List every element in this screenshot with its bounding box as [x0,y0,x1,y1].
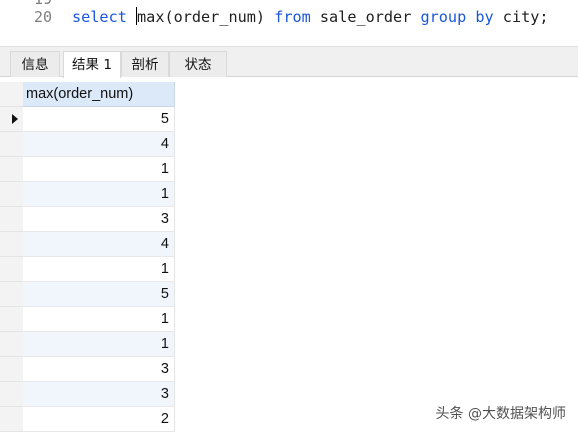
row-indicator[interactable] [0,132,23,157]
row-indicator[interactable] [0,107,23,132]
line-number-prev: 19 [0,0,52,8]
sql-keyword: select [72,8,127,26]
sql-text: city; [493,8,549,26]
tab-status[interactable]: 状态 [169,51,227,77]
sql-text: max(order_num) [137,8,275,26]
table-cell[interactable]: 1 [23,257,175,282]
table-cell[interactable]: 1 [23,332,175,357]
row-indicator[interactable] [0,357,23,382]
table-cell[interactable]: 1 [23,182,175,207]
sql-keyword: group by [420,8,494,26]
row-indicator[interactable] [0,232,23,257]
table-cell[interactable]: 4 [23,232,175,257]
row-indicator[interactable] [0,332,23,357]
table-cell[interactable]: 1 [23,307,175,332]
column-header-max-order-num[interactable]: max(order_num) [23,82,175,107]
row-indicator[interactable] [0,407,23,432]
result-tab-bar: 信息 结果 1 剖析 状态 [0,46,578,78]
table-cell[interactable]: 4 [23,132,175,157]
tab-result-1[interactable]: 结果 1 [63,51,121,78]
table-cell[interactable]: 2 [23,407,175,432]
table-cell[interactable]: 3 [23,207,175,232]
row-indicator[interactable] [0,282,23,307]
table-cell[interactable]: 5 [23,282,175,307]
table-cell[interactable]: 1 [23,157,175,182]
text-caret [136,7,138,25]
row-indicator[interactable] [0,307,23,332]
row-indicator[interactable] [0,157,23,182]
current-row-pointer-icon [12,114,18,124]
tab-info[interactable]: 信息 [10,51,60,77]
sql-editor[interactable]: 19 20 select max(order_num) from sale_or… [0,0,578,46]
sql-keyword: from [274,8,311,26]
tab-profile[interactable]: 剖析 [121,51,169,77]
row-indicator[interactable] [0,257,23,282]
row-indicator[interactable] [0,182,23,207]
row-indicator[interactable] [0,207,23,232]
table-cell[interactable]: 5 [23,107,175,132]
table-cell[interactable]: 3 [23,382,175,407]
table-cell[interactable]: 3 [23,357,175,382]
row-indicator-header [0,82,23,107]
row-indicator[interactable] [0,382,23,407]
sql-code-line[interactable]: select max(order_num) from sale_order gr… [72,6,549,28]
watermark: 头条 @大数据架构师 [435,406,566,422]
sql-text: sale_order [310,8,421,26]
sql-text [127,8,136,26]
line-number: 20 [33,8,52,26]
